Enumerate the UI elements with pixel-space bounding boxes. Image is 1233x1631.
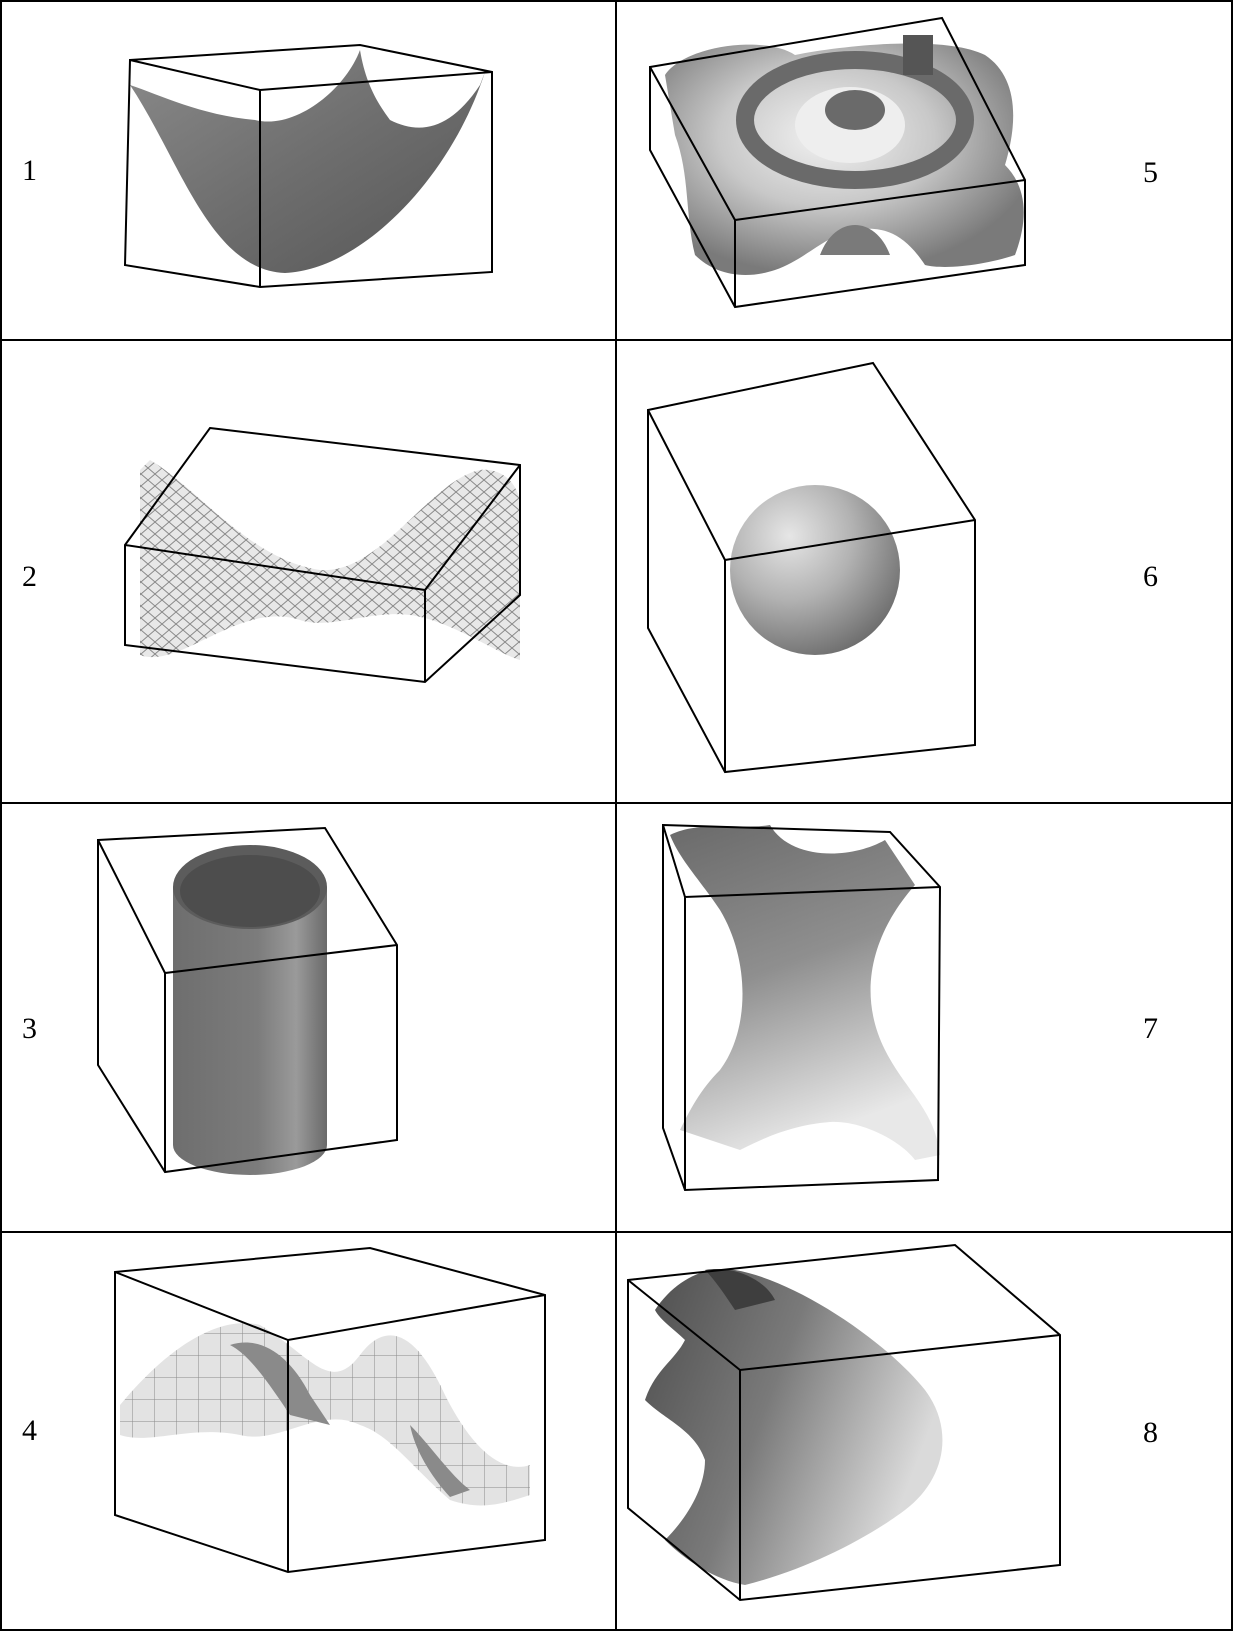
figure-6-sphere: [647, 361, 976, 774]
figure-7-hyperboloid: [662, 823, 942, 1192]
cell-label-4: 4: [22, 1414, 37, 1447]
cell-label-1: 1: [22, 154, 37, 187]
figure-8-hyperboloid-sheet: [627, 1243, 1061, 1602]
figure-4-sine-wave: [114, 1246, 546, 1574]
cell-label-3: 3: [22, 1012, 37, 1045]
figure-1-paraboloid: [123, 43, 493, 289]
figure-5-radial-ripple: [649, 16, 1026, 309]
figure-2-saddle-wave: [124, 426, 521, 684]
cell-label-2: 2: [22, 560, 37, 593]
figure-3-cylinder: [97, 826, 398, 1175]
cell-label-8: 8: [1143, 1416, 1158, 1449]
cell-label-6: 6: [1143, 560, 1158, 593]
cell-label-5: 5: [1143, 156, 1158, 189]
cell-label-7: 7: [1143, 1012, 1158, 1045]
